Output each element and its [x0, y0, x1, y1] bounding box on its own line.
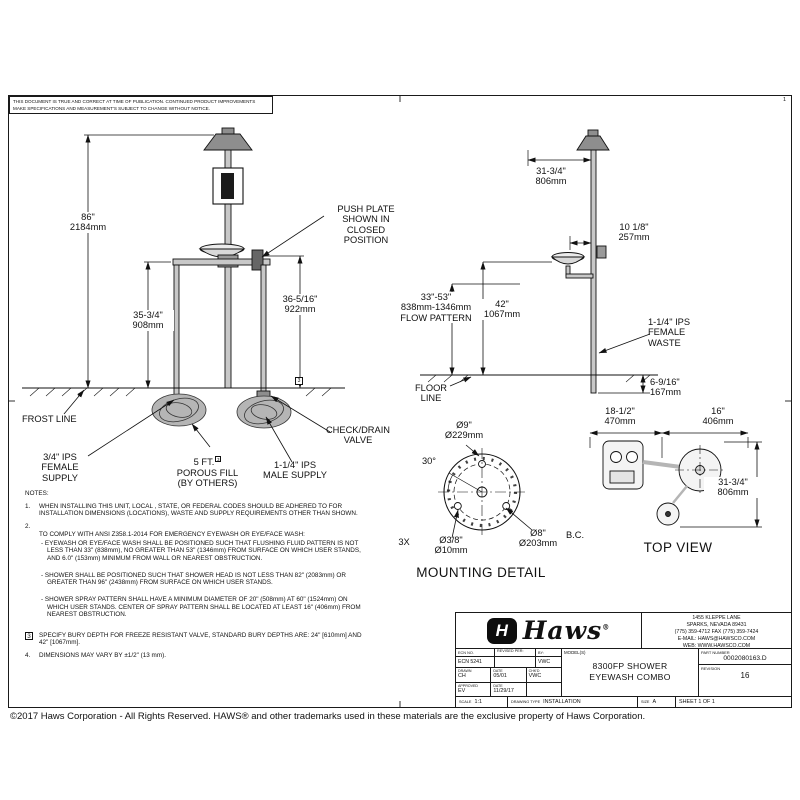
note-3: 3 SPECIFY BURY DEPTH FOR FREEZE RESISTAN…: [25, 631, 363, 647]
registered-mark: ®: [602, 622, 611, 632]
note-2-bullet-2: - SHOWER SHALL BE POSITIONED SUCH THAT S…: [41, 571, 346, 587]
porous-fill-label: 5 FT.3 POROUS FILL (BY OTHERS): [160, 446, 255, 499]
note-2-intro: TO COMPLY WITH ANSI Z358.1-2014 FOR EMER…: [39, 530, 305, 538]
disclaimer-note: THIS DOCUMENT IS TRUE AND CORRECT AT TIM…: [9, 96, 273, 115]
model-cell: MODEL(S) 8300FP SHOWER EYEWASH COMBO: [562, 649, 699, 696]
revision-label: REVISION: [701, 666, 721, 671]
angle-label: 30°: [421, 456, 437, 466]
female-waste-label: 1-1/4" IPS FEMALE WASTE: [648, 317, 691, 348]
haws-logo-icon: H: [486, 617, 517, 644]
flow-pattern-label: 33"-53" 838mm-1346mm FLOW PATTERN: [398, 292, 474, 324]
note-2: 2. TO COMPLY WITH ANSI Z358.1-2014 FOR E…: [25, 523, 363, 627]
top-view-title: TOP VIEW: [643, 540, 713, 555]
dim-head-offset-label: 31-3/4" 806mm: [535, 166, 567, 187]
floor-line-label: FLOOR LINE: [414, 383, 448, 404]
dim-outer-dia-label: Ø9" Ø229mm: [444, 420, 484, 441]
dim-supply-height-label: 35-3/4" 908mm: [122, 310, 174, 331]
dim-hole-dia-label: Ø3/8" Ø10mm: [434, 535, 468, 556]
part-number-label: PART NUMBER: [701, 650, 730, 655]
note-2-bullet-1: - EYEWASH OR EYE/FACE WASH SHALL BE POSI…: [41, 539, 361, 563]
ecn-data-row: ECN 5241 VWC: [456, 657, 561, 668]
part-number-cell: PART NUMBER 0002080163.D REVISION 16: [699, 649, 791, 696]
dim-waste-depth-label: 6-9/16" 167mm: [650, 377, 682, 398]
bolt-circle-suffix-label: B.C.: [565, 530, 585, 540]
note-3-reference: 3: [215, 456, 222, 463]
dim-bowl-offset-label: 10 1/8" 257mm: [618, 222, 650, 243]
front-view-drawing: [22, 127, 345, 463]
sheet-frame: [8, 95, 792, 708]
push-plate-label: PUSH PLATE SHOWN IN CLOSED POSITION: [337, 204, 395, 246]
dim-bowl-height-label: 42" 1067mm: [480, 299, 524, 320]
dim-valve-height-label: 36-5/16" 922mm: [272, 294, 328, 315]
note-3-flag: 3: [295, 377, 303, 385]
haws-logo: H Haws®: [456, 613, 642, 648]
revision-signature-table: ECN NO. REVISED PER: BY: ECN 5241 VWC DR…: [456, 649, 562, 696]
title-block: H Haws® 1455 KLEPPE LANE SPARKS, NEVADA …: [455, 612, 792, 708]
sheet-number: SHEET 1 OF 1: [679, 699, 715, 705]
title-block-header-row: H Haws® 1455 KLEPPE LANE SPARKS, NEVADA …: [456, 613, 791, 649]
frame-zone-ticks: [8, 95, 792, 708]
note-4: 4. DIMENSIONS MAY VARY BY ±1/2" (13 mm).: [25, 652, 167, 660]
zone-marker-top: 1: [783, 97, 787, 103]
dim-shower-offset-label: 16" 406mm: [702, 406, 734, 427]
note-2-bullet-3: - SHOWER SPRAY PATTERN SHALL HAVE A MINI…: [41, 595, 361, 619]
models-label: MODEL(S): [564, 650, 586, 655]
company-address: 1455 KLEPPE LANE SPARKS, NEVADA 89431 (7…: [674, 615, 759, 650]
revision-value: 16: [740, 671, 750, 680]
mounting-detail-drawing: [438, 444, 533, 539]
note-1: 1. WHEN INSTALLING THIS UNIT, LOCAL , ST…: [25, 502, 358, 518]
female-supply-label: 3/4" IPS FEMALE SUPPLY: [41, 452, 79, 483]
copyright-footer: ©2017 Haws Corporation - All Rights Rese…: [10, 711, 646, 722]
check-drain-valve-label: CHECK/DRAIN VALVE: [325, 425, 391, 446]
notes-section: NOTES: 1. WHEN INSTALLING THIS UNIT, LOC…: [25, 490, 363, 660]
ecn-header-row: ECN NO. REVISED PER: BY:: [456, 649, 561, 657]
notes-heading: NOTES:: [25, 490, 49, 497]
mounting-detail-title: MOUNTING DETAIL: [416, 565, 546, 580]
porous-fill-qty: 5 FT.: [193, 457, 215, 468]
dim-depth-label: 31-3/4" 806mm: [704, 477, 762, 498]
male-supply-label: 1-1/4" IPS MALE SUPPLY: [263, 460, 327, 481]
title-block-body-row: ECN NO. REVISED PER: BY: ECN 5241 VWC DR…: [456, 649, 791, 696]
haws-logo-text: Haws®: [522, 616, 611, 645]
dim-overall-height-label: 86" 2184mm: [60, 212, 116, 233]
hole-qty-label: 3X: [398, 537, 410, 547]
side-view-drawing: [420, 129, 658, 394]
porous-fill-text: POROUS FILL (BY OTHERS): [176, 467, 239, 489]
part-number-value: 0002080163.D: [723, 655, 767, 662]
model-name: 8300FP SHOWER EYEWASH COMBO: [589, 661, 671, 682]
dim-eyewash-offset-label: 18-1/2" 470mm: [604, 406, 636, 427]
dim-bolt-circle-label: Ø8" Ø203mm: [518, 528, 558, 549]
frost-line-label: FROST LINE: [22, 414, 77, 424]
